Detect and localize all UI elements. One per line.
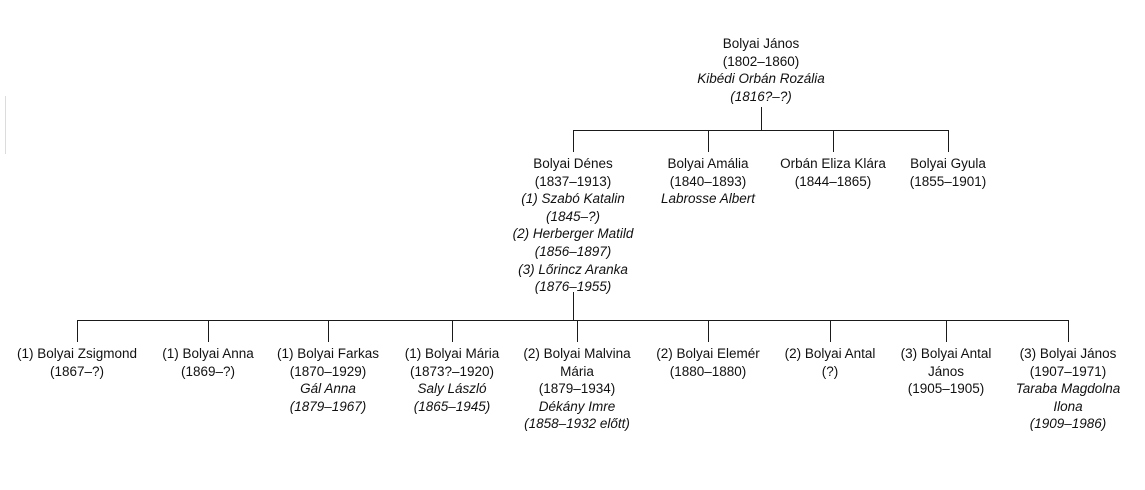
spouse-line: Labrosse Albert — [660, 191, 756, 207]
connector-gen2-drop-0 — [573, 130, 574, 152]
connector-gen3-drop-6 — [830, 320, 831, 342]
person-name: Mária — [560, 363, 594, 379]
connector-gen3-drop-2 — [328, 320, 329, 342]
life-years: (1870–1929) — [289, 363, 367, 379]
life-years: (1879–1934) — [538, 381, 616, 397]
spouse-line: (1856–1897) — [534, 243, 612, 259]
person-name: János — [927, 363, 965, 379]
life-years: (?) — [821, 363, 839, 379]
connector-gen3-drop-4 — [577, 320, 578, 342]
person-name: (2) Bolyai Antal — [784, 346, 876, 361]
connector-gen2-drop-3 — [948, 130, 949, 152]
connector-gen3-drop-1 — [208, 320, 209, 342]
spouse-line: Saly László — [417, 381, 487, 397]
node-gen3-2: (1) Bolyai Farkas (1870–1929) Gál Anna(187… — [277, 345, 379, 415]
person-name: (3) Bolyai Antal — [900, 346, 992, 361]
life-years: (1844–1865) — [794, 173, 872, 189]
person-name: (1) Bolyai Farkas — [276, 346, 380, 361]
life-years: (1880–1880) — [669, 363, 747, 379]
spouse-line: (2) Herberger Matild — [512, 226, 634, 242]
connector-gen2-bar — [573, 130, 949, 131]
person-name: Orbán Eliza Klára — [780, 156, 886, 171]
life-years: (1802–1860) — [722, 53, 800, 69]
node-gen2-2: Orbán Eliza Klára (1844–1865) — [780, 155, 886, 190]
node-gen2-0: Bolyai Dénes (1837–1913) (1) Szabó Katalin… — [513, 155, 634, 296]
connector-gen2-drop-1 — [708, 130, 709, 152]
spouse-line: Taraba Magdolna — [1015, 381, 1121, 397]
spouse-line: (3) Lőrincz Aranka — [518, 261, 628, 277]
life-years: (1840–1893) — [669, 173, 747, 189]
node-gen3-5: (2) Bolyai Elemér (1880–1880) — [656, 345, 760, 380]
person-name: (1) Bolyai Zsigmond — [16, 346, 138, 361]
connector-gen3-drop-0 — [77, 320, 78, 342]
life-years: (1867–?) — [49, 363, 105, 379]
spouse-line: (1858–1932 előtt) — [524, 416, 630, 432]
connector-gen3-drop-8 — [1068, 320, 1069, 342]
node-gen3-3: (1) Bolyai Mária (1873?–1920) Saly László(… — [405, 345, 500, 415]
spouse-line: (1816?–?) — [730, 88, 792, 104]
connector-gen2-drop-2 — [833, 130, 834, 152]
person-name: Bolyai Dénes — [533, 156, 613, 171]
node-gen3-0: (1) Bolyai Zsigmond (1867–?) — [17, 345, 137, 380]
connector-gen3-drop-3 — [452, 320, 453, 342]
person-name: (1) Bolyai Anna — [162, 346, 254, 361]
person-name: (2) Bolyai Elemér — [656, 346, 760, 361]
spouse-line: Kibédi Orbán Rozália — [697, 71, 825, 87]
connector-root-down — [761, 107, 762, 130]
life-years: (1905–1905) — [907, 381, 985, 397]
spouse-line: (1876–1955) — [534, 279, 612, 295]
spouse-line: (1) Szabó Katalin — [521, 191, 625, 207]
life-years: (1855–1901) — [909, 173, 987, 189]
spouse-line: Dékány Imre — [538, 398, 616, 414]
node-gen3-8: (3) Bolyai János (1907–1971) Taraba Magdol… — [1016, 345, 1121, 433]
person-name: Bolyai Gyula — [910, 156, 986, 171]
life-years: (1907–1971) — [1029, 363, 1107, 379]
node-gen3-1: (1) Bolyai Anna (1869–?) — [162, 345, 254, 380]
node-gen2-3: Bolyai Gyula (1855–1901) — [910, 155, 987, 190]
connector-gen3-drop-5 — [708, 320, 709, 342]
person-name: (1) Bolyai Mária — [404, 346, 500, 361]
left-edge-mark — [5, 96, 6, 154]
person-name: Bolyai János — [722, 36, 800, 51]
life-years: (1873?–1920) — [409, 363, 495, 379]
connector-gen3-drop-7 — [946, 320, 947, 342]
connector-gen3-bar — [77, 320, 1069, 321]
life-years: (1837–1913) — [534, 173, 612, 189]
spouse-line: (1909–1986) — [1029, 416, 1107, 432]
person-name: (3) Bolyai János — [1019, 346, 1117, 361]
node-root: Bolyai János (1802–1860) Kibédi Orbán Rozá… — [697, 35, 825, 105]
person-name: Bolyai Amália — [667, 156, 749, 171]
spouse-line: (1865–1945) — [413, 398, 491, 414]
spouse-line: (1845–?) — [545, 208, 601, 224]
connector-denes-down — [573, 292, 574, 320]
spouse-line: (1879–1967) — [289, 398, 367, 414]
node-gen2-1: Bolyai Amália (1840–1893) Labrosse Albert — [661, 155, 755, 208]
person-name: (2) Bolyai Malvina — [523, 346, 631, 361]
spouse-line: Gál Anna — [300, 381, 356, 397]
life-years: (1869–?) — [180, 363, 236, 379]
spouse-line: Ilona — [1053, 398, 1083, 414]
node-gen3-6: (2) Bolyai Antal (?) — [785, 345, 876, 380]
